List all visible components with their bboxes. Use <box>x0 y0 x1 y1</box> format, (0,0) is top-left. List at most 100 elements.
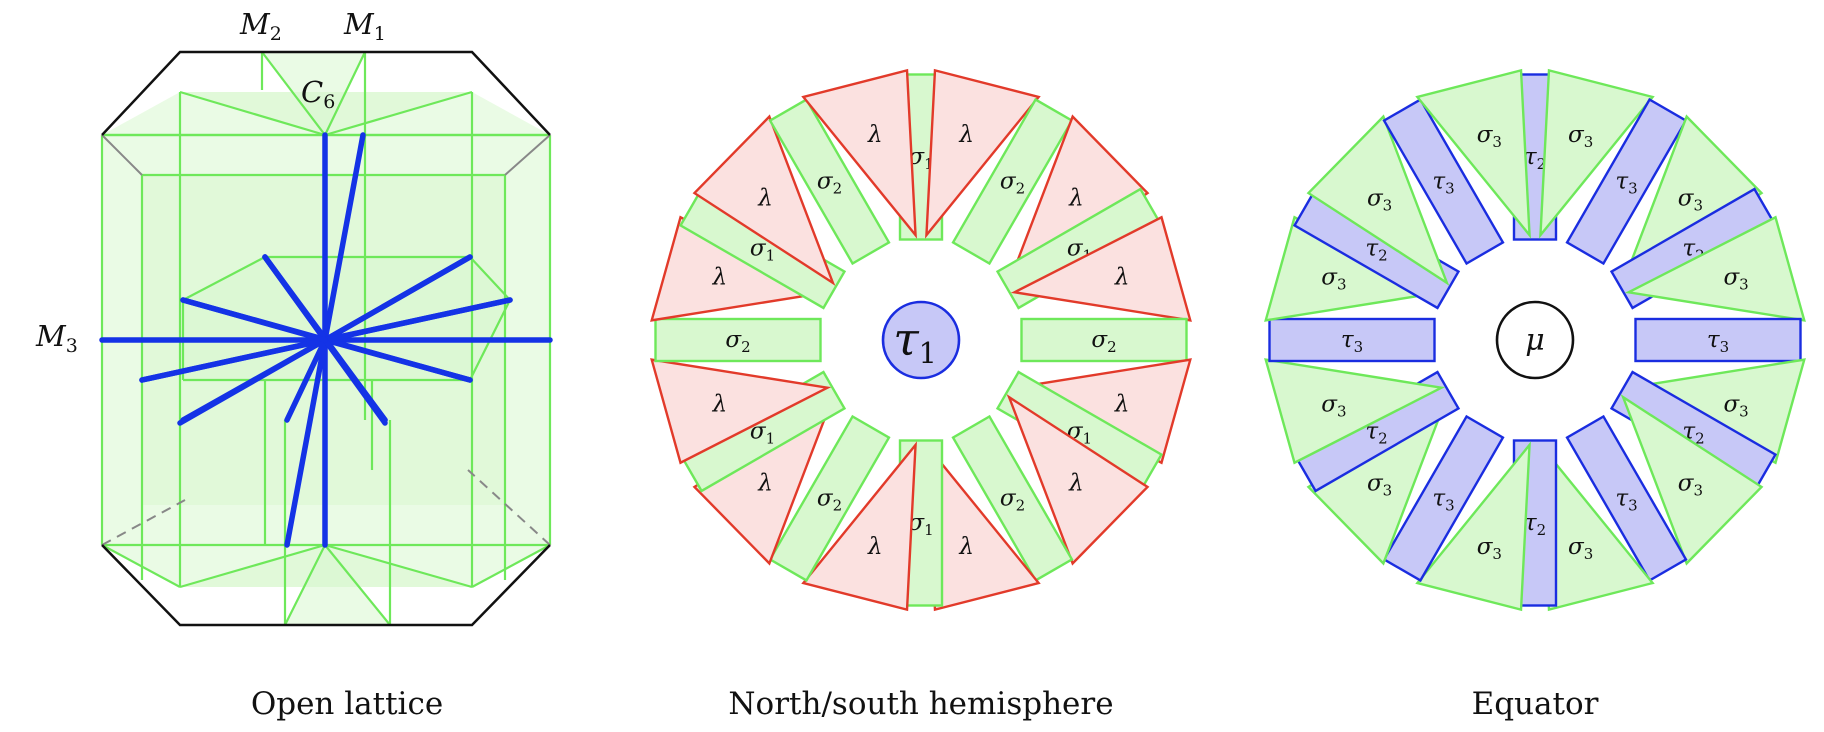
ring-triangle: σ3 <box>1415 441 1531 612</box>
ring-tri-label: λ <box>958 534 974 560</box>
ring-rectangle: τ3 <box>1382 414 1505 583</box>
ring-tri-label: σ3 <box>1367 470 1392 499</box>
ring-tri-shape <box>1539 68 1655 239</box>
ring-rectangle: σ2 <box>768 414 891 583</box>
ring-tri-label: σ3 <box>1477 122 1502 151</box>
ring-tri-shape <box>650 358 832 465</box>
lattice-edge <box>471 544 551 588</box>
rotation-axis <box>322 337 473 383</box>
ring-rectangle: σ2 <box>951 414 1074 583</box>
ring-tri-label: λ <box>1068 186 1084 212</box>
ring-rect-label: τ3 <box>1432 485 1454 514</box>
ring-tri-shape <box>1620 394 1764 566</box>
ring-tri-label: λ <box>712 391 728 417</box>
ring-tri-label: λ <box>1068 470 1084 496</box>
ring-tri-label: σ3 <box>1723 391 1748 420</box>
rotation-axis <box>284 337 328 423</box>
label-m1: M1 <box>343 7 386 45</box>
ring-rect-shape <box>1634 317 1802 363</box>
ring-rect-shape <box>1382 414 1505 583</box>
ring-tri-shape <box>925 68 1041 239</box>
ring-rect-label: σ2 <box>817 485 842 514</box>
lattice-top-outline <box>101 50 551 136</box>
rotation-axis <box>180 297 328 343</box>
rotation-axis <box>180 337 328 423</box>
ring-triangle: λ <box>1006 394 1150 566</box>
ring-rect-label: τ3 <box>1615 485 1637 514</box>
ring-rect-shape <box>951 97 1074 266</box>
ring-tri-shape <box>1624 215 1806 322</box>
ring-triangle: σ3 <box>1306 114 1450 286</box>
caption-open-lattice: Open lattice <box>250 686 444 722</box>
ring-rect-label: τ3 <box>1615 169 1637 198</box>
ring-rect-label: σ2 <box>817 169 842 198</box>
lattice-edge <box>182 256 266 301</box>
ring-triangle: λ <box>692 114 836 286</box>
ring-triangle: σ3 <box>1264 358 1446 465</box>
lattice-edge <box>179 90 326 137</box>
hemisphere-diagram: σ1λσ2λσ1λσ2λσ1λσ2λσ1λσ2λσ1λσ2λσ1λσ2λτ1 <box>650 68 1192 612</box>
ring-rect-shape <box>1565 97 1688 266</box>
rotation-axis <box>322 297 513 343</box>
ring-rect-label: τ2 <box>1524 510 1546 539</box>
ring-tri-shape <box>1006 394 1150 566</box>
ring-rect-label: τ3 <box>1707 327 1729 356</box>
lattice-edge <box>179 543 326 589</box>
ring-rectangle: σ2 <box>768 97 891 266</box>
ring-triangle: λ <box>1010 215 1192 322</box>
ring-tri-label: λ <box>1114 391 1130 417</box>
center-circle <box>1495 300 1575 380</box>
open-lattice-diagram: M2 M1 C6 M3 <box>35 7 553 627</box>
ring-center: μ <box>1495 300 1575 380</box>
ring-tri-label: σ3 <box>1678 470 1703 499</box>
equator-diagram: τ2σ3τ3σ3τ2σ3τ3σ3τ2σ3τ3σ3τ2σ3τ3σ3τ2σ3τ3σ3… <box>1264 68 1806 612</box>
ring-rectangle: τ3 <box>1565 414 1688 583</box>
rotation-axis <box>262 254 328 343</box>
ring-rect-shape <box>951 414 1074 583</box>
ring-tri-label: σ3 <box>1321 391 1346 420</box>
ring-triangle: λ <box>801 441 917 612</box>
ring-rect-label: σ2 <box>725 327 750 356</box>
ring-tri-shape <box>1264 358 1446 465</box>
ring-triangle: λ <box>925 68 1041 239</box>
ring-tri-label: λ <box>867 534 883 560</box>
lattice-face <box>183 257 510 380</box>
ring-tri-shape <box>692 114 836 286</box>
ring-tri-shape <box>801 441 917 612</box>
ring-tri-label: σ3 <box>1477 534 1502 563</box>
ring-tri-label: σ3 <box>1367 186 1392 215</box>
ring-rect-shape <box>768 414 891 583</box>
ring-tri-shape <box>1415 68 1531 239</box>
center-label: μ <box>1525 323 1545 358</box>
ring-tri-label: σ3 <box>1723 265 1748 294</box>
ring-triangle: σ3 <box>1264 215 1446 322</box>
ring-rect-shape <box>654 317 822 363</box>
ring-rect-shape <box>768 97 891 266</box>
rotation-axis <box>139 337 328 383</box>
ring-tri-label: λ <box>867 122 883 148</box>
lattice-edge <box>324 90 473 137</box>
ring-rect-shape <box>1020 317 1188 363</box>
ring-rect-shape <box>1268 317 1436 363</box>
lattice-edge <box>284 544 326 626</box>
lattice-edge <box>101 544 181 588</box>
ring-rectangle: σ2 <box>654 317 822 363</box>
ring-tri-label: λ <box>1114 265 1130 291</box>
ring-rectangle: σ2 <box>1020 317 1188 363</box>
ring-rect-shape <box>1382 97 1505 266</box>
label-c6: C6 <box>301 75 335 113</box>
center-circle <box>881 300 961 380</box>
lattice-bottom-outline <box>101 544 551 627</box>
lattice-outline <box>101 50 551 627</box>
ring-rect-label: τ2 <box>1524 144 1546 173</box>
ring-tri-label: σ3 <box>1568 534 1593 563</box>
lattice-hidden-edge <box>467 469 551 546</box>
lattice-edge <box>469 256 511 301</box>
ring-tri-label: σ3 <box>1678 186 1703 215</box>
ring-rect-shape <box>1565 414 1688 583</box>
ring-triangle: σ3 <box>1415 68 1531 239</box>
label-m3: M3 <box>35 319 78 357</box>
rotation-axes <box>99 132 553 548</box>
ring-tri-label: σ3 <box>1321 265 1346 294</box>
